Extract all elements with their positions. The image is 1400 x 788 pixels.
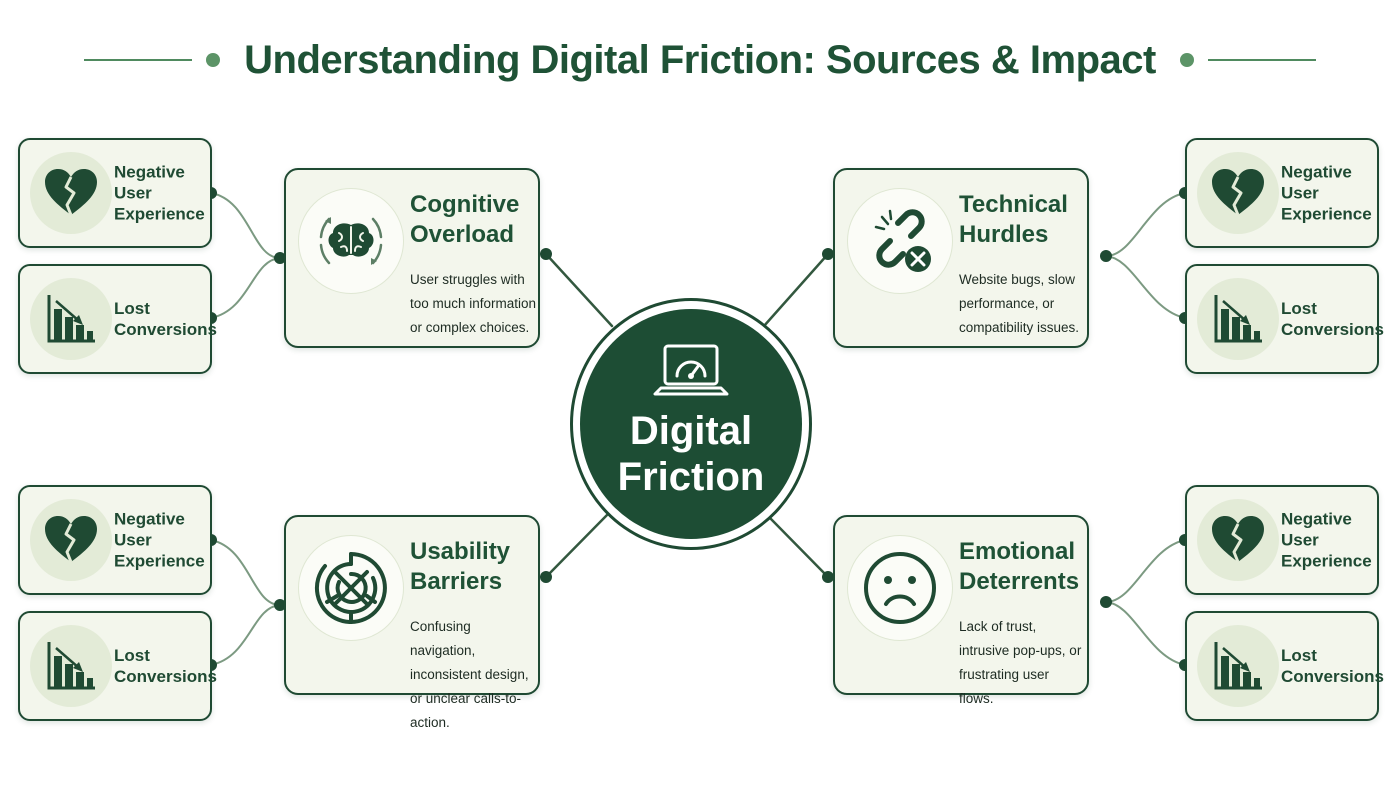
impact-card-lost-conversions: Lost Conversions	[1185, 611, 1384, 721]
impact-icon-circle	[1197, 152, 1279, 234]
center-hub-inner: Digital Friction	[580, 309, 802, 539]
impact-icon-circle	[1197, 499, 1279, 581]
impact-card-negative-ux: Negative User Experience	[18, 138, 212, 248]
declining-chart-icon	[47, 295, 95, 343]
title-dot-left	[206, 53, 221, 67]
source-description: Website bugs, slow performance, or compa…	[959, 272, 1080, 335]
impact-icon-circle	[30, 152, 112, 234]
impact-icon-circle	[30, 278, 112, 360]
connector-dot	[1100, 596, 1112, 608]
source-title: Usability Barriers	[410, 538, 511, 595]
broken-heart-icon	[45, 169, 97, 216]
connector-dot	[540, 248, 552, 260]
connector-dot	[274, 252, 286, 264]
impact-icon-circle	[1197, 278, 1279, 360]
center-hub: Digital Friction	[570, 298, 812, 550]
cognitive-icon-circle	[298, 188, 404, 294]
title-rule-left	[84, 59, 193, 61]
emotional-icon-circle	[847, 535, 953, 641]
source-title: Cognitive Overload	[410, 191, 520, 248]
connector-dot	[274, 599, 286, 611]
technical-icon-circle	[847, 188, 953, 294]
source-description: User struggles with too much information…	[410, 272, 537, 335]
title-bar: Understanding Digital Friction: Sources …	[0, 30, 1400, 90]
sad-face-icon	[864, 552, 936, 624]
impact-icon-circle	[30, 499, 112, 581]
connector-dot	[540, 571, 552, 583]
impact-card-lost-conversions: Lost Conversions	[18, 264, 217, 374]
impact-icon-circle	[30, 625, 112, 707]
source-description: Lack of trust, intrusive pop-ups, or fru…	[959, 619, 1082, 706]
declining-chart-icon	[1214, 295, 1262, 343]
impact-label: Negative User Experience	[1281, 509, 1372, 571]
impact-label: Negative User Experience	[114, 509, 205, 571]
center-hub-line1: Digital	[629, 409, 753, 453]
source-title: Technical Hurdles	[959, 191, 1068, 248]
broken-heart-icon	[1212, 169, 1264, 216]
impact-card-lost-conversions: Lost Conversions	[1185, 264, 1384, 374]
connector-dot	[1100, 250, 1112, 262]
impact-card-negative-ux: Negative User Experience	[1185, 485, 1379, 595]
source-title: Emotional Deterrents	[959, 538, 1080, 595]
maze-icon	[314, 552, 387, 624]
connector-dot	[822, 571, 834, 583]
source-card-usability-barriers: Usability Barriers Confusing navigation,…	[284, 515, 540, 730]
source-card-cognitive-overload: Cognitive Overload User struggles with t…	[284, 168, 540, 348]
brain-icon	[319, 217, 383, 265]
source-description: Confusing navigation, inconsistent desig…	[410, 619, 529, 730]
connector-dot	[822, 248, 834, 260]
impact-card-negative-ux: Negative User Experience	[18, 485, 212, 595]
laptop-speedometer-icon	[653, 344, 729, 396]
impact-label: Lost Conversions	[1281, 299, 1384, 339]
declining-chart-icon	[1214, 642, 1262, 690]
impact-label: Lost Conversions	[114, 299, 217, 339]
source-card-technical-hurdles: Technical Hurdles Website bugs, slow per…	[833, 168, 1089, 348]
title-rule-right	[1207, 59, 1316, 61]
center-hub-line2: Friction	[617, 455, 765, 499]
impact-label: Lost Conversions	[114, 646, 217, 686]
source-card-emotional-deterrents: Emotional Deterrents Lack of trust, intr…	[833, 515, 1089, 706]
impact-label: Negative User Experience	[1281, 162, 1372, 224]
page-title: Understanding Digital Friction: Sources …	[244, 37, 1156, 82]
impact-label: Lost Conversions	[1281, 646, 1384, 686]
broken-heart-icon	[45, 516, 97, 563]
impact-label: Negative User Experience	[114, 162, 205, 224]
broken-heart-icon	[1212, 516, 1264, 563]
broken-link-icon	[874, 209, 931, 272]
title-dot-right	[1179, 53, 1194, 67]
impact-icon-circle	[1197, 625, 1279, 707]
declining-chart-icon	[47, 642, 95, 690]
impact-card-lost-conversions: Lost Conversions	[18, 611, 217, 721]
impact-card-negative-ux: Negative User Experience	[1185, 138, 1379, 248]
usability-icon-circle	[298, 535, 404, 641]
